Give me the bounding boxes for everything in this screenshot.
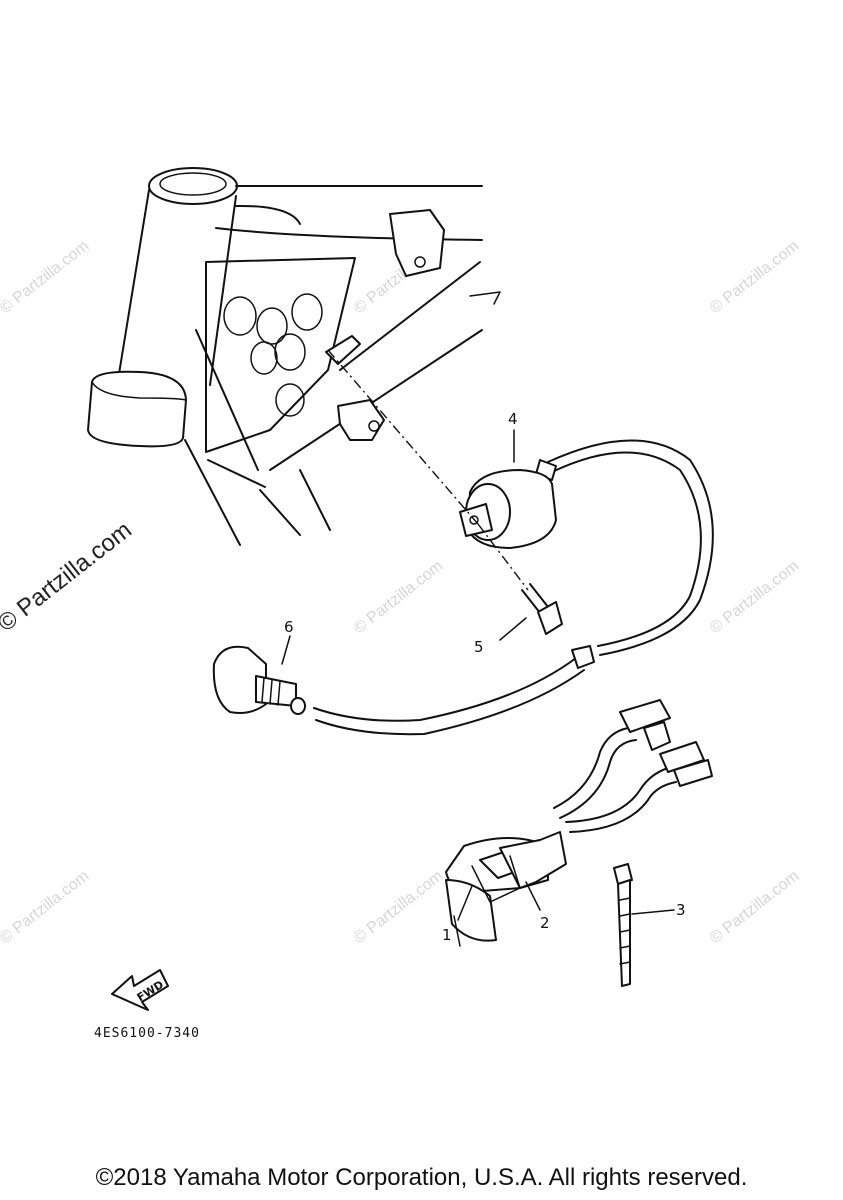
cable-tie	[613, 863, 633, 987]
drawing-code: 4ES6100-7340	[94, 1026, 200, 1041]
callout-1: 1	[442, 926, 452, 944]
assembly-leader-lines	[327, 349, 529, 591]
spark-plug-cap	[212, 645, 595, 736]
callout-3: 3	[676, 901, 686, 919]
bolt	[521, 583, 563, 635]
ignition-coil	[459, 439, 714, 656]
cdi-unit	[445, 699, 713, 947]
callout-4: 4	[508, 410, 518, 428]
callouts: 4 5 6 1 2 3	[281, 410, 686, 944]
callout-5: 5	[474, 638, 484, 656]
frame-outline	[87, 167, 501, 546]
forward-arrow-icon: FWD	[111, 969, 169, 1011]
callout-2: 2	[540, 914, 550, 932]
copyright-notice: ©2018 Yamaha Motor Corporation, U.S.A. A…	[95, 1164, 748, 1191]
callout-6: 6	[284, 618, 294, 636]
